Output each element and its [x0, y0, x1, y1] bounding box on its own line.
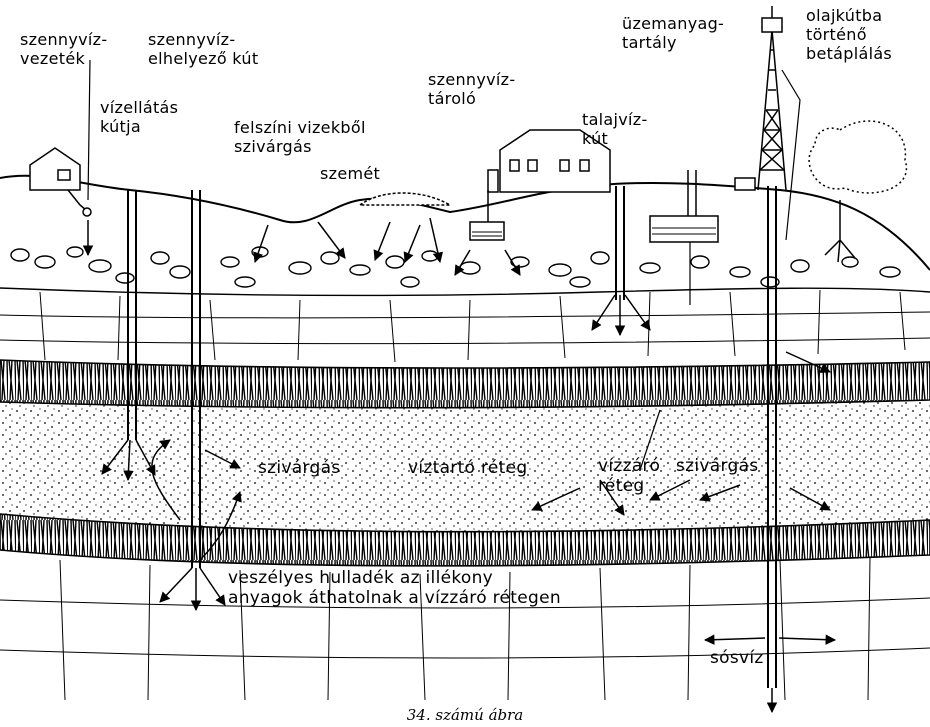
oil-derrick	[735, 6, 786, 190]
label-fuel-tank-2: tartály	[622, 33, 724, 52]
label-brine: sósvíz	[710, 648, 764, 668]
label-seepage-left: szivárgás	[258, 458, 340, 478]
label-hazardous-1: veszélyes hulladék az illékony	[228, 568, 561, 588]
label-hazardous-2: anyagok áthatolnak a vízzáró rétegen	[228, 588, 561, 608]
garbage-heap	[360, 193, 450, 205]
upper-aquitard	[0, 360, 930, 408]
label-surface-seepage-2: szivárgás	[234, 137, 366, 156]
label-fuel-tank: üzemanyag- tartály	[622, 14, 724, 52]
label-sewer-line-2: vezeték	[20, 49, 107, 68]
sewage-tank	[470, 190, 504, 240]
figure-caption: 34. számú ábra	[0, 706, 930, 724]
label-aquitard: vízzáró réteg	[598, 456, 660, 496]
label-garbage: szemét	[320, 164, 380, 183]
label-fuel-tank-1: üzemanyag-	[622, 14, 724, 33]
label-surface-seepage: felszíni vizekből szivárgás	[234, 118, 366, 156]
label-oil-well-injection: olajkútba történő betáplálás	[806, 6, 892, 63]
label-sewage-tank: szennyvíz- tároló	[428, 70, 515, 108]
label-surface-seepage-1: felszíni vizekből	[234, 118, 366, 137]
label-sewer-line: szennyvíz- vezeték	[20, 30, 107, 68]
label-oil-well-injection-3: betáplálás	[806, 44, 892, 63]
label-groundwater-well: talajvíz- kút	[582, 110, 648, 148]
label-oil-well-injection-1: olajkútba	[806, 6, 892, 25]
pebble-layer	[0, 247, 930, 295]
label-aquifer: víztartó réteg	[408, 458, 527, 478]
label-seepage-right: szivárgás	[676, 456, 758, 476]
label-sewage-well-1: szennyvíz-	[148, 30, 258, 49]
label-aquitard-1: vízzáró	[598, 456, 660, 476]
label-supply-well-2: kútja	[100, 117, 178, 136]
label-sewage-well: szennyvíz- elhelyező kút	[148, 30, 258, 68]
label-aquitard-2: réteg	[598, 476, 660, 496]
label-supply-well-1: vízellátás	[100, 98, 178, 117]
label-supply-well: vízellátás kútja	[100, 98, 178, 136]
label-sewage-tank-1: szennyvíz-	[428, 70, 515, 89]
label-sewage-well-2: elhelyező kút	[148, 49, 258, 68]
label-sewer-line-1: szennyvíz-	[20, 30, 107, 49]
label-groundwater-well-2: kút	[582, 129, 648, 148]
label-groundwater-well-1: talajvíz-	[582, 110, 648, 129]
label-sewage-tank-2: tároló	[428, 89, 515, 108]
label-hazardous: veszélyes hulladék az illékony anyagok á…	[228, 568, 561, 608]
label-oil-well-injection-2: történő	[806, 25, 892, 44]
fractured-rock-layer	[0, 290, 930, 362]
tree	[809, 121, 906, 262]
fuel-tank	[650, 170, 718, 305]
